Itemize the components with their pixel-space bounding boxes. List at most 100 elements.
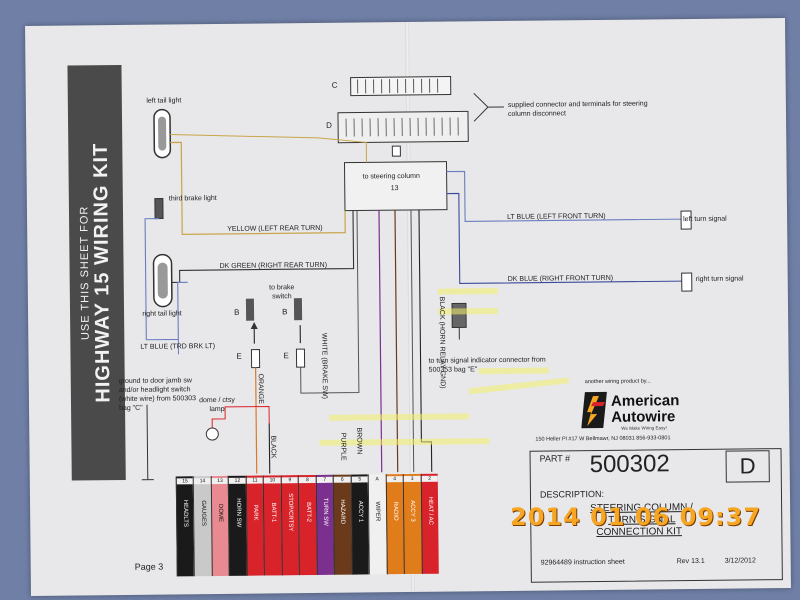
pin-number: 3 — [403, 475, 421, 483]
pin-label: HEADLTS — [182, 499, 189, 527]
pin-label: ACCY 3 — [409, 500, 416, 522]
instruction-number: 92964489 instruction sheet — [540, 558, 625, 567]
third-brake-lamp — [154, 198, 164, 220]
connector-c-label: C — [331, 80, 338, 90]
wire-yellow — [170, 141, 346, 235]
left-tail-label: left tail light — [146, 97, 182, 105]
pin-number: 4 — [386, 476, 403, 483]
note-arrow — [473, 92, 489, 122]
pin-number: 13 — [211, 477, 229, 485]
b-label-left: B — [233, 307, 240, 317]
pin-label: BATT-1 — [269, 502, 276, 523]
part-number: 500302 — [589, 450, 670, 479]
right-tail-label: right tail light — [142, 310, 182, 318]
part-label: PART # — [539, 453, 571, 464]
e-label-right: E — [283, 351, 289, 361]
steering-column-label: to steering column — [362, 172, 420, 181]
brake-switch-label: to brake switch — [269, 284, 295, 301]
orange-wire-label: ORANGE — [256, 373, 265, 404]
dk-green-wire-label: DK GREEN (RIGHT REAR TURN) — [219, 261, 328, 270]
ground-note: ground to door jamb sw and/or headlight … — [118, 377, 197, 413]
revision-date: 3/12/2012 — [724, 557, 756, 565]
brand-tagline: We Make Wiring Easy! — [621, 425, 666, 430]
wire-lt-blue-front — [446, 170, 682, 222]
brand-line2: Autowire — [611, 408, 675, 426]
right-turn-label: right turn signal — [695, 275, 744, 283]
pin-label: HEAT / AC — [426, 496, 434, 526]
wire-purple — [378, 210, 383, 473]
connector-pin: A WIPER — [367, 474, 387, 575]
pin-label: BATT-2 — [304, 502, 311, 523]
pin-label: HAZARD — [339, 499, 346, 525]
left-front-lamp — [680, 210, 692, 230]
b-label-right: B — [281, 307, 288, 317]
yellow-wire-label: YELLOW (LEFT REAR TURN) — [227, 224, 323, 233]
pin-label: PARK — [252, 504, 259, 521]
indicator-connector — [451, 302, 467, 329]
pin-label: RADIO — [391, 501, 399, 521]
brake-switch-e-right — [295, 348, 306, 368]
another-product-note: another wiring product by... — [584, 378, 651, 386]
pin-label: TURN SW — [321, 497, 329, 526]
pin-number: 5 — [351, 476, 368, 483]
pin-number: 7 — [316, 476, 334, 483]
black-wire-label: BLACK — [269, 435, 277, 459]
pin-number: 15 — [176, 478, 194, 485]
e-label-left: E — [236, 351, 242, 361]
purple-wire-label: PURPLE — [339, 432, 347, 461]
pin-number: A — [368, 476, 386, 483]
connector-c — [350, 76, 452, 97]
revision-number: Rev 13.1 — [676, 557, 705, 566]
third-brake-label: third brake light — [168, 194, 217, 203]
pin-label: ACCY 1 — [356, 500, 364, 523]
pin-label: STOP/CRTSY — [286, 493, 294, 532]
indicator-note: to turn signal indicator connector from … — [428, 356, 546, 374]
lt-blue-front-label: LT BLUE (LEFT FRONT TURN) — [507, 212, 606, 221]
revision-box: D — [725, 450, 770, 483]
steering-column-box — [343, 161, 448, 212]
dome-label: dome / ctsy lamp — [199, 396, 235, 414]
camera-timestamp: 2014 01 06 09:37 — [510, 503, 762, 531]
brake-switch-e-left — [250, 349, 261, 369]
brake-switch-b-left — [245, 298, 255, 321]
black-horn-label: BLACK (HORN RELAY GND) — [437, 296, 446, 389]
brand-line1: American — [611, 392, 680, 410]
instruction-sheet: USE THIS SHEET FOR HIGHWAY 15 WIRING KIT — [25, 18, 791, 596]
pin-label: HORN SW — [234, 498, 241, 528]
dk-blue-label: DK BLUE (RIGHT FRONT TURN) — [507, 274, 614, 283]
pin-number: 12 — [229, 477, 246, 484]
connector-d — [337, 110, 469, 157]
wire-lt-blue-trd — [144, 218, 188, 341]
pin-number: 11 — [246, 477, 264, 484]
wire-dk-blue — [446, 192, 682, 285]
white-brake-label: WHITE (BRAKE SW) — [320, 332, 328, 400]
pin-number: 14 — [194, 478, 211, 485]
pin-label: WIPER — [374, 501, 381, 522]
brake-switch-b-right — [293, 298, 303, 321]
pin-number: 2 — [421, 475, 438, 482]
left-turn-label: left turn signal — [683, 215, 727, 224]
pin-number: 10 — [264, 477, 281, 484]
wire-brown — [394, 210, 399, 473]
wire-dome — [211, 405, 270, 429]
wire-black-horn — [418, 209, 433, 472]
american-autowire-logo: American Autowire We Make Wiring Easy! — [581, 391, 680, 431]
connector-note: supplied connector and terminals for ste… — [507, 100, 648, 118]
connector-d-label: D — [326, 120, 332, 130]
highlight-marks — [319, 288, 570, 446]
wire-orange — [255, 367, 258, 474]
